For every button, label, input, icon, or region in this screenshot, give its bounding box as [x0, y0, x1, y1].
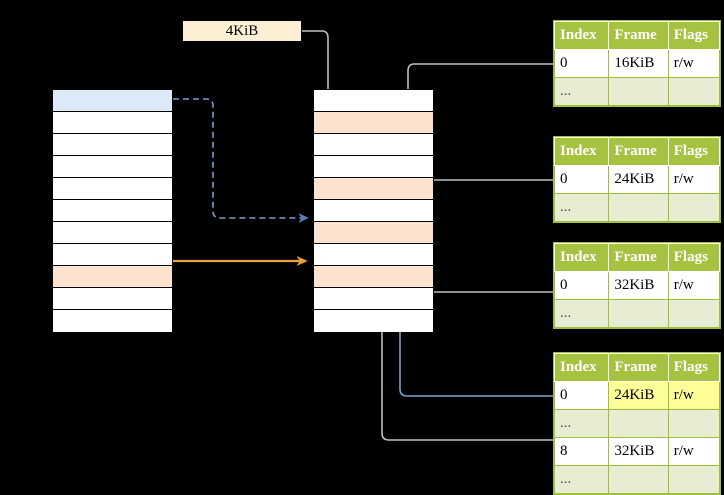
cell-index: 8 [553, 437, 610, 466]
cell-flags: r/w [667, 271, 721, 300]
column-header-index: Index [553, 243, 610, 272]
cell-flags: r/w [667, 165, 721, 194]
page-directory-entry-row [53, 156, 172, 178]
column-header-flags: Flags [667, 353, 721, 382]
page-table-entry-row [314, 244, 433, 266]
cell-flags: r/w [667, 437, 721, 466]
cell-flags [667, 409, 721, 438]
cell-frame [608, 465, 669, 494]
page-directory-entry-row [53, 178, 172, 200]
page-table-entry-row [314, 310, 433, 332]
page-directory-entry-row [53, 222, 172, 244]
page-directory-entry-row [53, 200, 172, 222]
page-table-entry-row [314, 156, 433, 178]
page-directory-entry-row [53, 90, 172, 112]
cell-flags [667, 77, 721, 106]
cell-index: ... [553, 77, 610, 106]
page-directory-entry-row [53, 266, 172, 288]
cell-flags [667, 299, 721, 328]
column-header-index: Index [553, 21, 610, 50]
column-header-flags: Flags [667, 21, 721, 50]
table-row: ... [553, 409, 721, 438]
cell-index: ... [553, 409, 610, 438]
page-directory-entry-row [53, 112, 172, 134]
cell-frame: 24KiB [608, 165, 669, 194]
cell-frame: 32KiB [608, 437, 669, 466]
column-header-frame: Frame [608, 21, 669, 50]
cell-index: 0 [553, 49, 610, 78]
page-directory-entry-row [53, 310, 172, 332]
page-table-entry-row [314, 200, 433, 222]
page-directory-entry-row [53, 244, 172, 266]
cell-frame [608, 409, 669, 438]
cell-index: 0 [553, 165, 610, 194]
table-row: ... [553, 299, 721, 328]
cell-index: 0 [553, 271, 610, 300]
cell-index: ... [553, 299, 610, 328]
column-header-frame: Frame [608, 137, 669, 166]
page-table-entry-row [314, 112, 433, 134]
column-header-flags: Flags [667, 137, 721, 166]
page-directory-entry-row [53, 134, 172, 156]
column-header-index: Index [553, 353, 610, 382]
column-header-frame: Frame [608, 243, 669, 272]
cell-flags [667, 193, 721, 222]
page-table-column [313, 89, 434, 332]
column-header-index: Index [553, 137, 610, 166]
cell-frame: 16KiB [608, 49, 669, 78]
table-row: ... [553, 465, 721, 494]
column-header-flags: Flags [667, 243, 721, 272]
cell-flags: r/w [667, 381, 721, 410]
cell-index: ... [553, 465, 610, 494]
cell-frame [608, 77, 669, 106]
size-label-4kib: 4KiB [182, 20, 302, 42]
cell-index: 0 [553, 381, 610, 410]
page-directory-entry-row [53, 288, 172, 310]
cell-frame [608, 299, 669, 328]
table-row: ... [553, 193, 721, 222]
table-row: ... [553, 77, 721, 106]
cell-flags [667, 465, 721, 494]
cell-frame [608, 193, 669, 222]
column-header-frame: Frame [608, 353, 669, 382]
cell-frame: 24KiB [608, 381, 669, 410]
page-table-entry-row [314, 266, 433, 288]
page-table-entry-row [314, 90, 433, 112]
page-table-entry-row [314, 134, 433, 156]
page-table-entry-row [314, 222, 433, 244]
page-table-entry-row [314, 288, 433, 310]
page-directory-table [52, 89, 173, 332]
page-table-entry-row [314, 178, 433, 200]
cell-frame: 32KiB [608, 271, 669, 300]
cell-index: ... [553, 193, 610, 222]
cell-flags: r/w [667, 49, 721, 78]
